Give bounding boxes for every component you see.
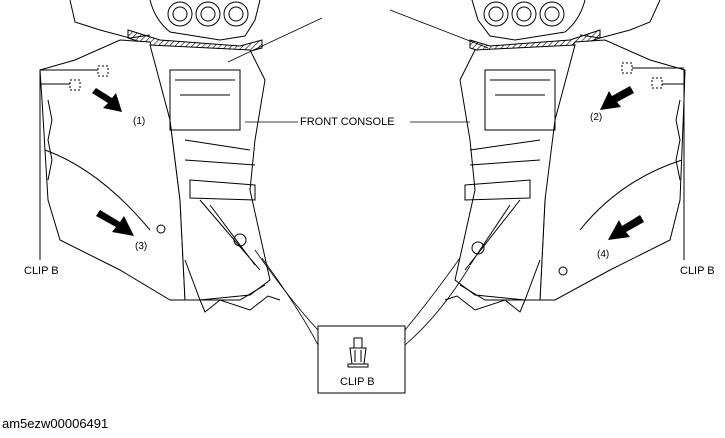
leader-lines — [227, 9, 489, 123]
callout-3: (3) — [135, 241, 148, 252]
right-console-assembly — [444, 0, 686, 313]
clip-b-label-left: CLIP B — [24, 265, 59, 277]
front-console-label: FRONT CONSOLE — [300, 116, 395, 128]
clip-b-label-right: CLIP B — [680, 265, 715, 277]
clip-b-detail-label: CLIP B — [340, 376, 375, 388]
clip-detail-leaders — [254, 249, 471, 346]
callout-2: (2) — [590, 112, 603, 123]
callout-1: (1) — [133, 116, 146, 127]
left-console-assembly — [39, 0, 281, 313]
arrow-1 — [92, 88, 122, 112]
callout-4: (4) — [597, 249, 610, 260]
clip-icon — [347, 337, 369, 368]
clip-b-detail-box — [317, 325, 406, 394]
arrow-3 — [96, 210, 134, 236]
figure-code: am5ezw00006491 — [2, 416, 109, 431]
console-removal-diagram — [39, 0, 686, 394]
arrow-2 — [600, 86, 634, 110]
arrow-4 — [608, 215, 644, 240]
